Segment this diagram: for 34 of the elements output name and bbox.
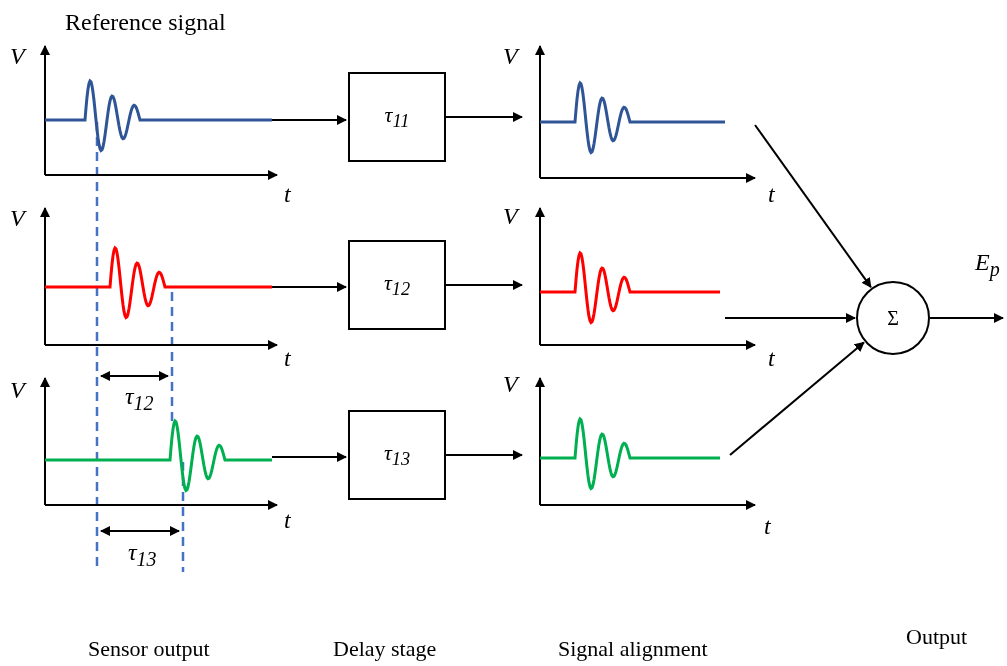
delay-box: τ$_{11}$: [348, 72, 446, 162]
axis-label: t: [284, 508, 291, 532]
section-label: Output: [906, 626, 968, 648]
axis-label: V: [10, 378, 25, 402]
axis-label: t: [284, 182, 291, 206]
summing-circle: Σ: [856, 281, 930, 355]
axis-label: V: [503, 44, 518, 68]
axis-label: t: [768, 182, 775, 206]
arrow: [271, 452, 347, 462]
edge-label: E$_{p}$: [975, 250, 1000, 279]
axis-label: t: [764, 514, 771, 538]
plot-caption: Reference signal: [65, 10, 226, 34]
arrow: [445, 280, 523, 290]
arrow: [271, 282, 347, 292]
axis-label: t: [284, 346, 291, 370]
dimension-label: τ$_{13}$: [128, 540, 157, 569]
axis-label: V: [10, 206, 25, 230]
arrow: [724, 313, 856, 323]
dimension-label: τ$_{12}$: [125, 384, 154, 413]
section-label: Signal alignment: [558, 638, 708, 660]
arrow: [729, 341, 865, 456]
arrow: [445, 450, 523, 460]
section-label: Sensor output: [88, 638, 210, 660]
arrow: [754, 124, 872, 289]
delay-box: τ$_{13}$: [348, 410, 446, 500]
arrow: [271, 115, 347, 125]
axis-label: V: [503, 372, 518, 396]
axis-label: V: [503, 204, 518, 228]
arrow: [445, 112, 523, 122]
arrow: [929, 313, 1004, 323]
section-label: Delay stage: [333, 638, 437, 660]
axis-label: t: [768, 346, 775, 370]
delay-box: τ$_{12}$: [348, 240, 446, 330]
axis-label: V: [10, 44, 25, 68]
